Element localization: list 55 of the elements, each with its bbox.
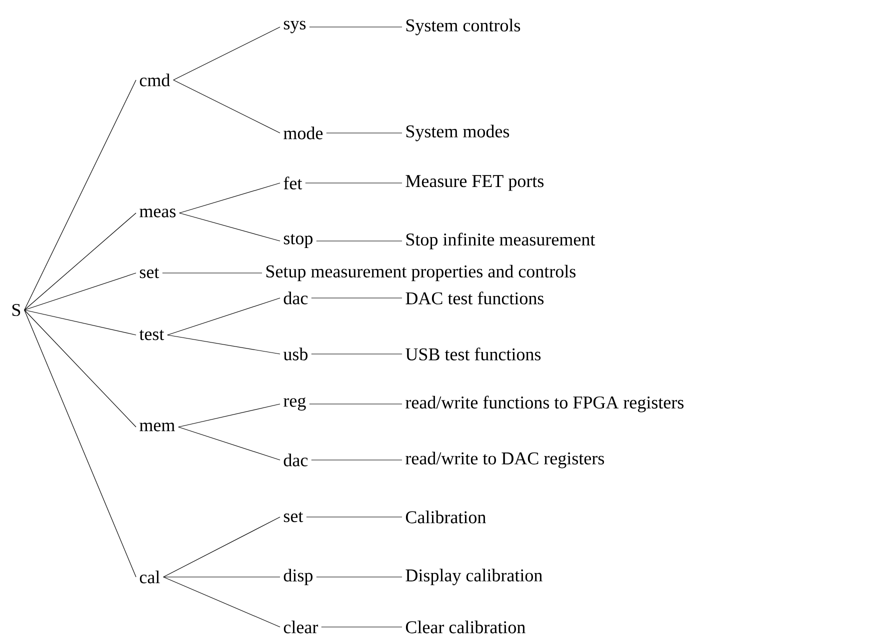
- connector-line: [24, 310, 136, 428]
- subcommand-label: reg: [284, 397, 306, 411]
- connector-line: [167, 298, 280, 336]
- subcommand-label: clear: [284, 620, 318, 634]
- description-text: read/write to DAC registers: [406, 452, 604, 468]
- description-text: read/write functions to FPGA registers: [406, 396, 684, 412]
- subcommand-label: fet: [284, 176, 302, 190]
- description-text: DAC test functions: [406, 292, 544, 304]
- description-text: Stop infinite measurement: [406, 232, 596, 250]
- connector-line: [24, 80, 136, 310]
- description-text: Clear calibration: [406, 620, 526, 634]
- subcommand-label: disp: [284, 568, 312, 586]
- connector-line: [163, 516, 280, 578]
- connector-line: [173, 80, 280, 134]
- description-text: Display calibration: [406, 568, 542, 586]
- command-label: test: [139, 330, 164, 340]
- connector-line: [162, 272, 262, 274]
- connector-line: [173, 26, 280, 80]
- connector-line: [321, 626, 402, 628]
- description-text: System modes: [406, 124, 510, 142]
- subcommand-label: mode: [284, 126, 323, 140]
- connector-line: [163, 576, 280, 628]
- connector-line: [309, 26, 402, 28]
- connector-line: [306, 516, 402, 518]
- connector-line: [179, 182, 280, 214]
- command-label: cmd: [140, 74, 170, 86]
- connector-line: [163, 576, 280, 578]
- connector-line: [24, 272, 136, 310]
- connector-line: [326, 132, 402, 134]
- subcommand-label: sys: [284, 20, 306, 34]
- command-label: set: [140, 268, 160, 278]
- description-text: Calibration: [406, 510, 486, 524]
- connector-line: [24, 310, 136, 578]
- connector-line: [24, 212, 136, 310]
- connector-line: [179, 212, 280, 242]
- connector-line: [178, 426, 280, 460]
- subcommand-label: dac: [284, 454, 308, 466]
- connector-line: [24, 310, 136, 336]
- connector-line: [305, 182, 402, 184]
- subcommand-label: set: [284, 512, 304, 522]
- description-text: Measure FET ports: [406, 175, 544, 191]
- connector-line: [178, 404, 280, 428]
- description-text: Setup measurement properties and controls: [266, 264, 576, 282]
- command-label: mem: [140, 422, 175, 432]
- root-label: S: [12, 304, 20, 316]
- command-label: cal: [140, 570, 160, 584]
- connector-line: [316, 576, 402, 578]
- connector-line: [167, 334, 280, 354]
- command-label: meas: [140, 208, 176, 218]
- subcommand-label: usb: [283, 348, 308, 360]
- subcommand-label: stop: [284, 234, 312, 248]
- description-text: USB test functions: [406, 348, 541, 360]
- description-text: System controls: [406, 18, 520, 36]
- subcommand-label: dac: [284, 292, 308, 304]
- connector-line: [316, 240, 402, 242]
